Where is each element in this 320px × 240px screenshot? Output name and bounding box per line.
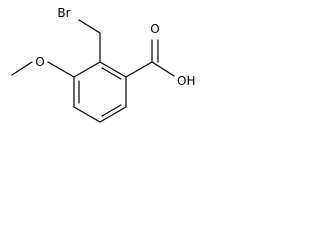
bond-ch2-to-br: [78, 19, 101, 34]
bond-ring-to-cooh: [125, 61, 153, 78]
ring-bond-c1-c2: [99, 61, 127, 78]
molecular-structure: Br O O OH: [11, 6, 195, 123]
bond-o-to-ch3: [11, 61, 33, 76]
benzene-ring: [73, 61, 127, 123]
methoxy-oxygen-label: O: [35, 55, 44, 69]
bond-ring-to-o: [47, 61, 75, 78]
bond-c-to-oh: [151, 61, 175, 77]
hydroxyl-label: OH: [177, 74, 195, 88]
carbonyl-oxygen-label: O: [150, 22, 159, 36]
methoxy-group: O: [11, 55, 75, 78]
ring-bond-c6-c1: [73, 61, 101, 78]
bromine-label: Br: [57, 6, 70, 20]
carboxylic-acid-group: O OH: [125, 22, 195, 88]
ring-double-bond-inner-c3-c4: [101, 104, 122, 117]
ring-double-bond-inner-c1-c2: [101, 67, 122, 80]
ring-bond-c3-c4: [99, 106, 127, 123]
bromomethyl-group: Br: [57, 6, 101, 63]
ring-bond-c4-c5: [73, 106, 101, 123]
